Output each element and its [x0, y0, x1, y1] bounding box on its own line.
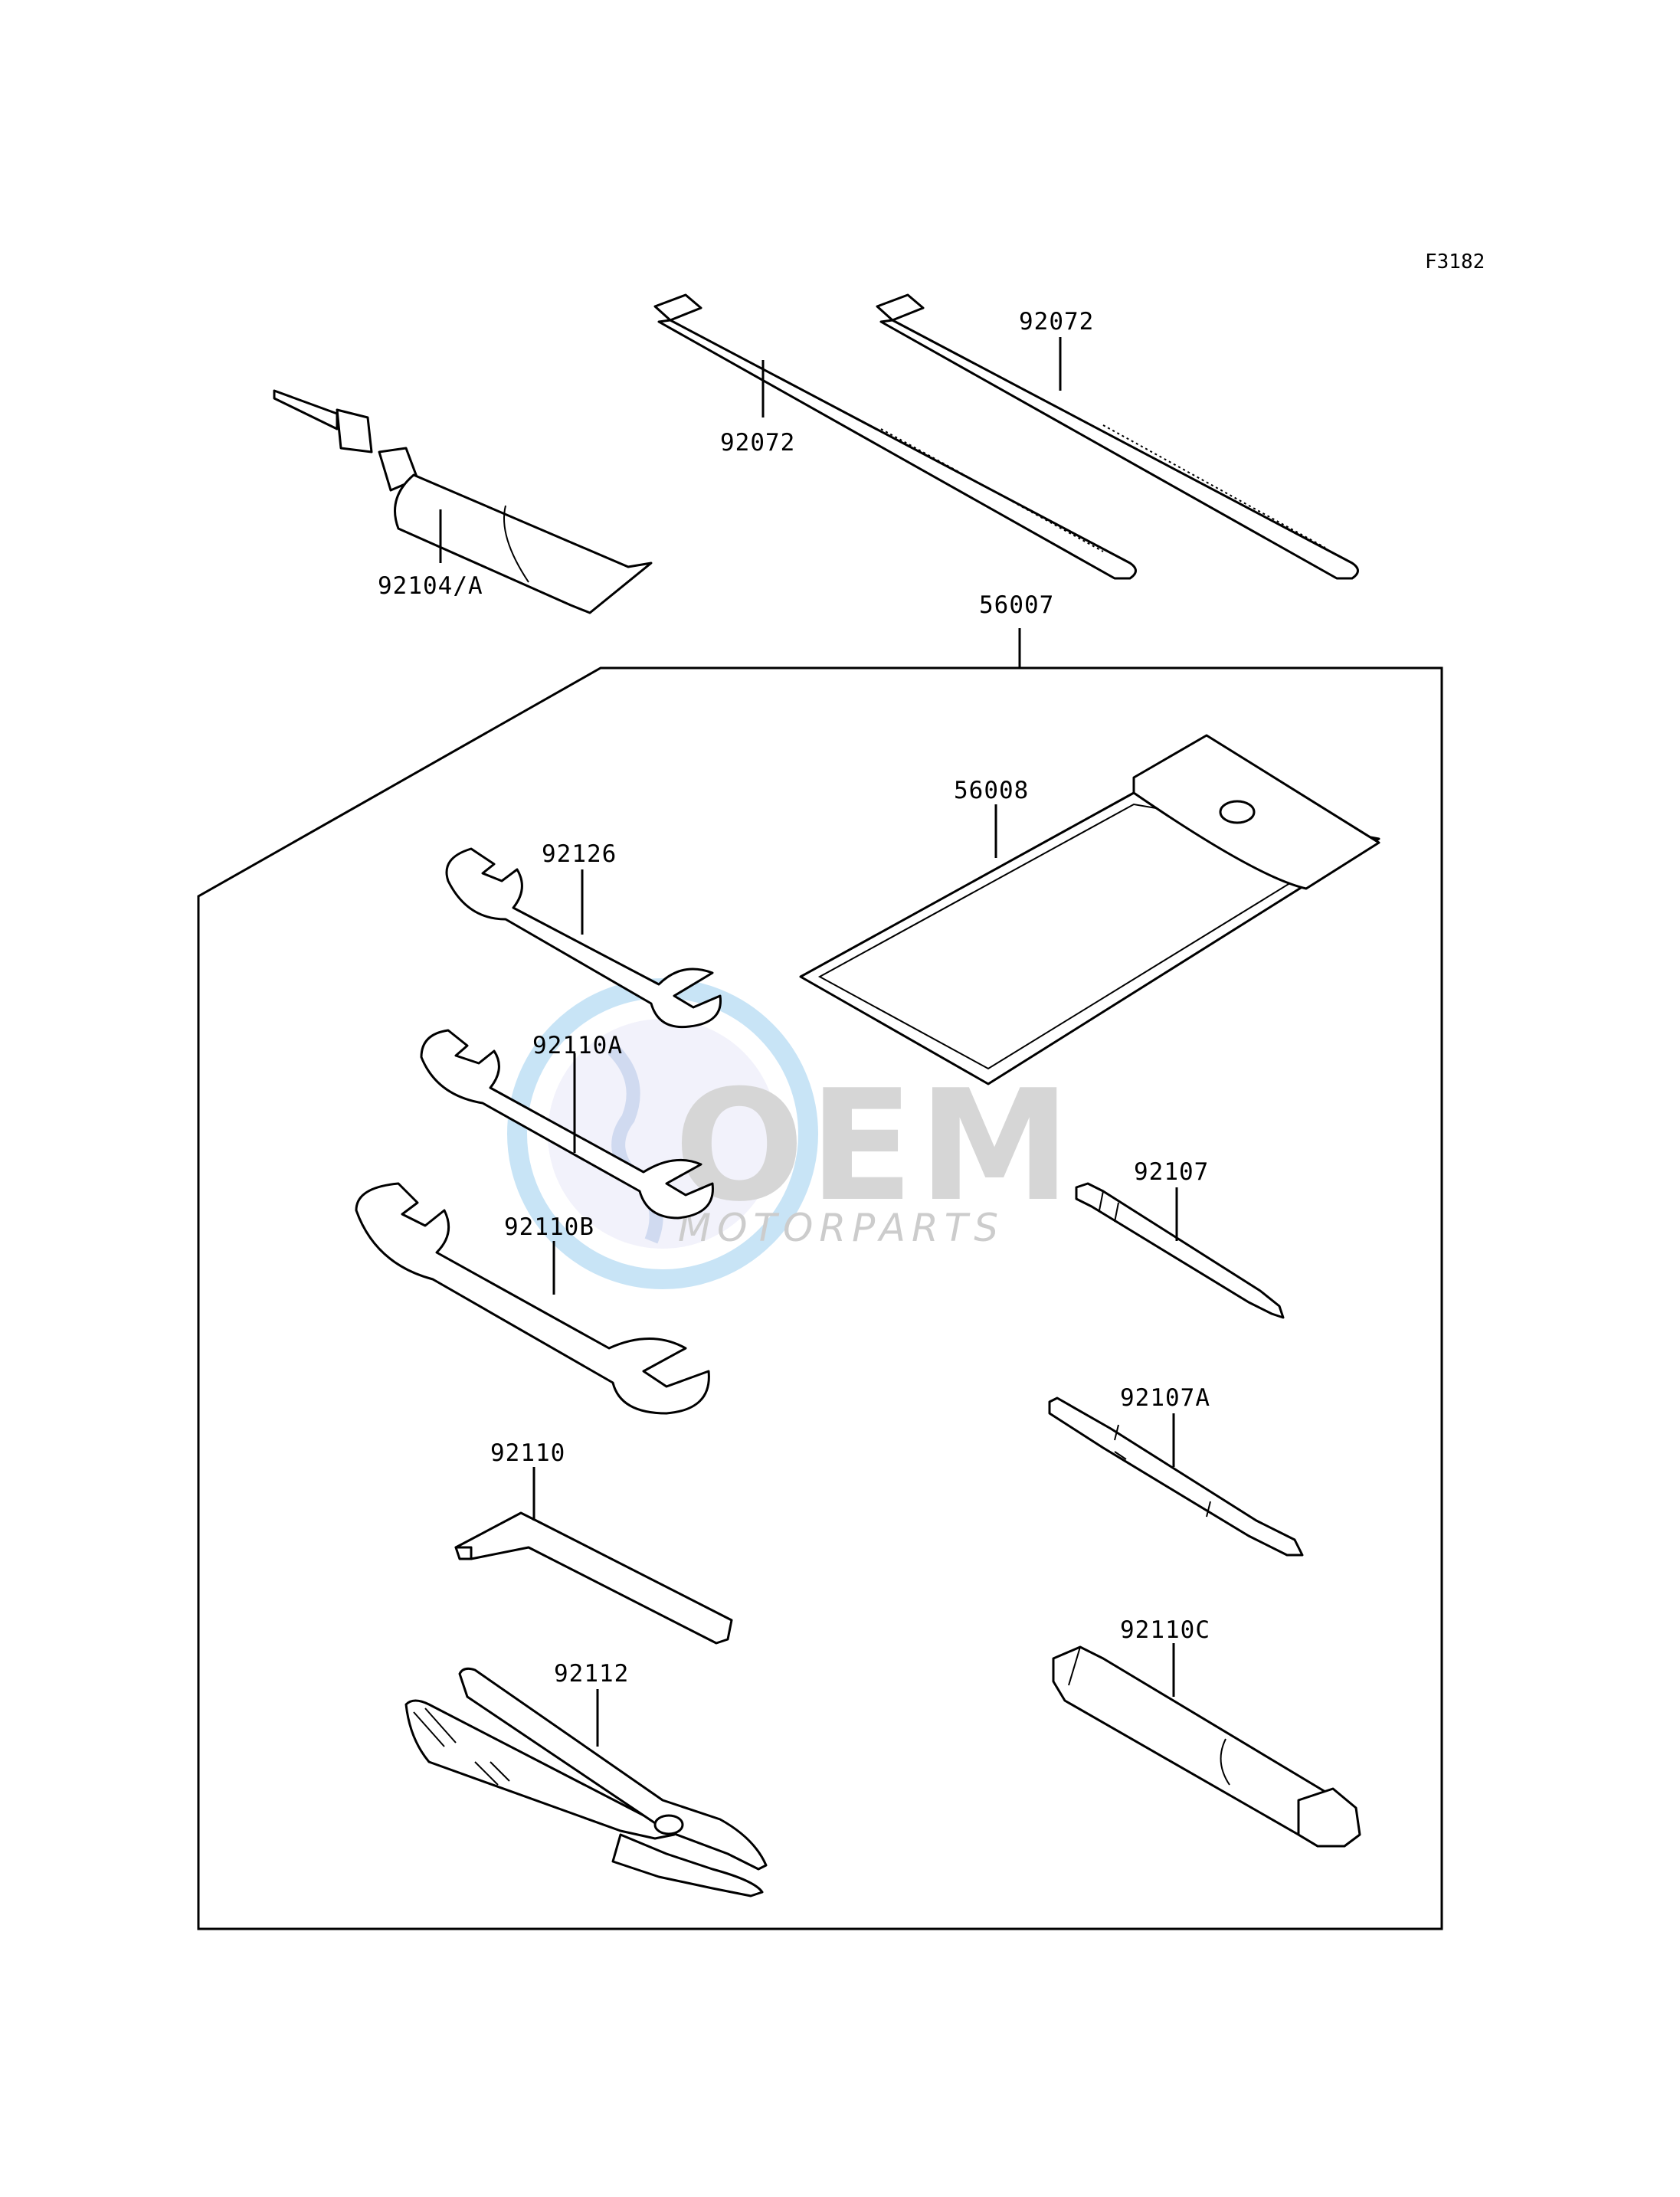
kit-outline: [197, 666, 1443, 1930]
tie-left-drawing: [653, 293, 1137, 580]
plug-wrench-drawing: [1052, 1645, 1361, 1848]
part-number-plug-wrench: 92110C: [1120, 1616, 1210, 1644]
part-number-pouch: 56008: [954, 777, 1029, 804]
part-number-tie-right: 92072: [1019, 308, 1094, 336]
driver-1-drawing: [1075, 1182, 1285, 1319]
part-hex-key: 92110: [454, 1439, 733, 1645]
driver-2-drawing: [1048, 1396, 1304, 1557]
part-number-hex-key: 92110: [490, 1439, 565, 1467]
part-plug-wrench: 92110C: [1052, 1616, 1361, 1848]
part-tie-right: 92072: [876, 293, 1359, 580]
part-pouch: 56008: [799, 734, 1380, 1085]
part-number-driver-2: 92107A: [1120, 1384, 1210, 1412]
kit-label: 56007: [979, 591, 1054, 619]
watermark-main-text: OEM: [674, 1057, 1076, 1236]
pouch-drawing: [799, 734, 1380, 1085]
part-wrench-c: 92110B: [355, 1182, 710, 1415]
wrench-c-drawing: [355, 1182, 710, 1415]
part-number-driver-1: 92107: [1134, 1158, 1209, 1186]
part-number-pliers: 92112: [554, 1660, 629, 1688]
tie-right-drawing: [876, 293, 1359, 580]
part-tie-left: 92072: [653, 293, 1137, 580]
part-number-tie-left: 92072: [720, 429, 795, 457]
part-number-wrench-b: 92110A: [532, 1032, 623, 1059]
part-number-wrench-c: 92110B: [504, 1213, 594, 1241]
part-driver-2: 92107A: [1048, 1384, 1304, 1557]
figure-code: F3182: [1425, 250, 1485, 273]
part-wrench-a: 92126: [445, 840, 722, 1029]
part-number-tube: 92104/A: [378, 572, 483, 600]
tube-drawing: [273, 389, 653, 614]
pliers-drawing: [404, 1667, 768, 1897]
part-number-wrench-a: 92126: [542, 840, 617, 868]
wrench-a-drawing: [445, 847, 722, 1029]
hex-key-drawing: [454, 1511, 733, 1645]
part-pliers: 92112: [404, 1660, 768, 1897]
part-wrench-b: 92110A: [420, 1029, 714, 1220]
part-tube: 92104/A: [273, 389, 653, 614]
watermark: OEM MOTORPARTS: [507, 978, 1076, 1289]
wrench-b-drawing: [420, 1029, 714, 1220]
watermark-sub-text: MOTORPARTS: [678, 1206, 1004, 1250]
part-driver-1: 92107: [1075, 1158, 1285, 1319]
